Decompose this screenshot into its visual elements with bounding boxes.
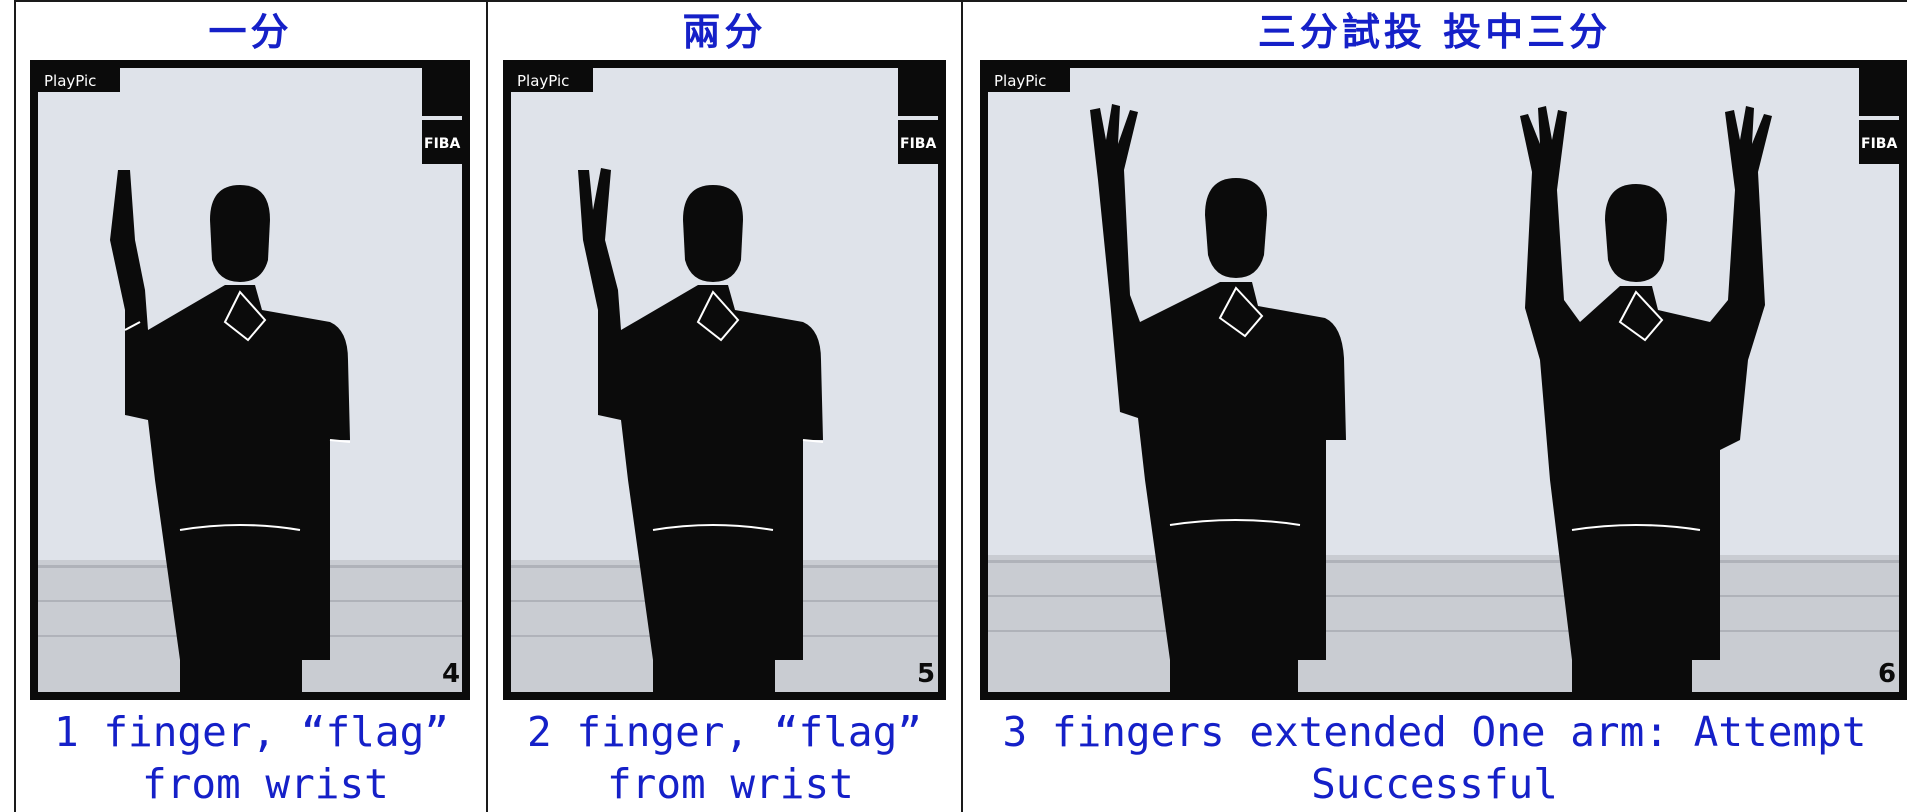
column-three-points: 三分試投 投中三分 PlayPic FIBA	[962, 0, 1907, 812]
column-divider-2	[961, 0, 963, 812]
brand-label: PlayPic	[517, 72, 569, 90]
table-top-border	[14, 0, 1907, 2]
signal-caption: 2 finger, “flag” from wrist	[487, 706, 962, 810]
column-divider-1	[486, 0, 488, 812]
signal-caption: 1 finger, “flag” from wrist	[14, 706, 487, 810]
caption-line-1: 1 finger, “flag”	[54, 708, 449, 756]
caption-line-2: from wrist	[142, 760, 389, 808]
signal-number: 6	[1878, 659, 1896, 689]
signal-photo: PlayPic FIBA 6	[980, 60, 1907, 700]
caption-line-1: 2 finger, “flag”	[527, 708, 922, 756]
referee-photo-illustration: PlayPic FIBA 6	[988, 68, 1899, 692]
fiba-logo: FIBA	[424, 136, 460, 152]
caption-line-2: Successful	[1311, 760, 1558, 808]
referee-photo-illustration: PlayPic FIBA 4	[38, 68, 462, 692]
brand-label: PlayPic	[994, 72, 1046, 90]
caption-line-1: 3 fingers extended One arm: Attempt	[1002, 708, 1867, 756]
column-title: 兩分	[682, 9, 767, 54]
table-left-border	[14, 0, 16, 812]
signal-photo: PlayPic FIBA 4	[30, 60, 470, 700]
fiba-logo: FIBA	[900, 136, 936, 152]
column-title: 三分試投 投中三分	[1257, 9, 1612, 54]
fiba-logo: FIBA	[1861, 136, 1897, 152]
column-one-point: 一分 PlayPic FIBA 4	[14, 0, 487, 812]
column-two-points: 兩分 PlayPic FIBA 5 2 fi	[487, 0, 962, 812]
signal-caption: 3 fingers extended One arm: Attempt Succ…	[962, 706, 1907, 810]
signal-number: 5	[917, 659, 935, 689]
column-title: 一分	[208, 9, 293, 54]
signal-photo: PlayPic FIBA 5	[503, 60, 946, 700]
referee-photo-illustration: PlayPic FIBA 5	[511, 68, 938, 692]
signal-number: 4	[442, 659, 460, 689]
brand-label: PlayPic	[44, 72, 96, 90]
caption-line-2: from wrist	[607, 760, 854, 808]
